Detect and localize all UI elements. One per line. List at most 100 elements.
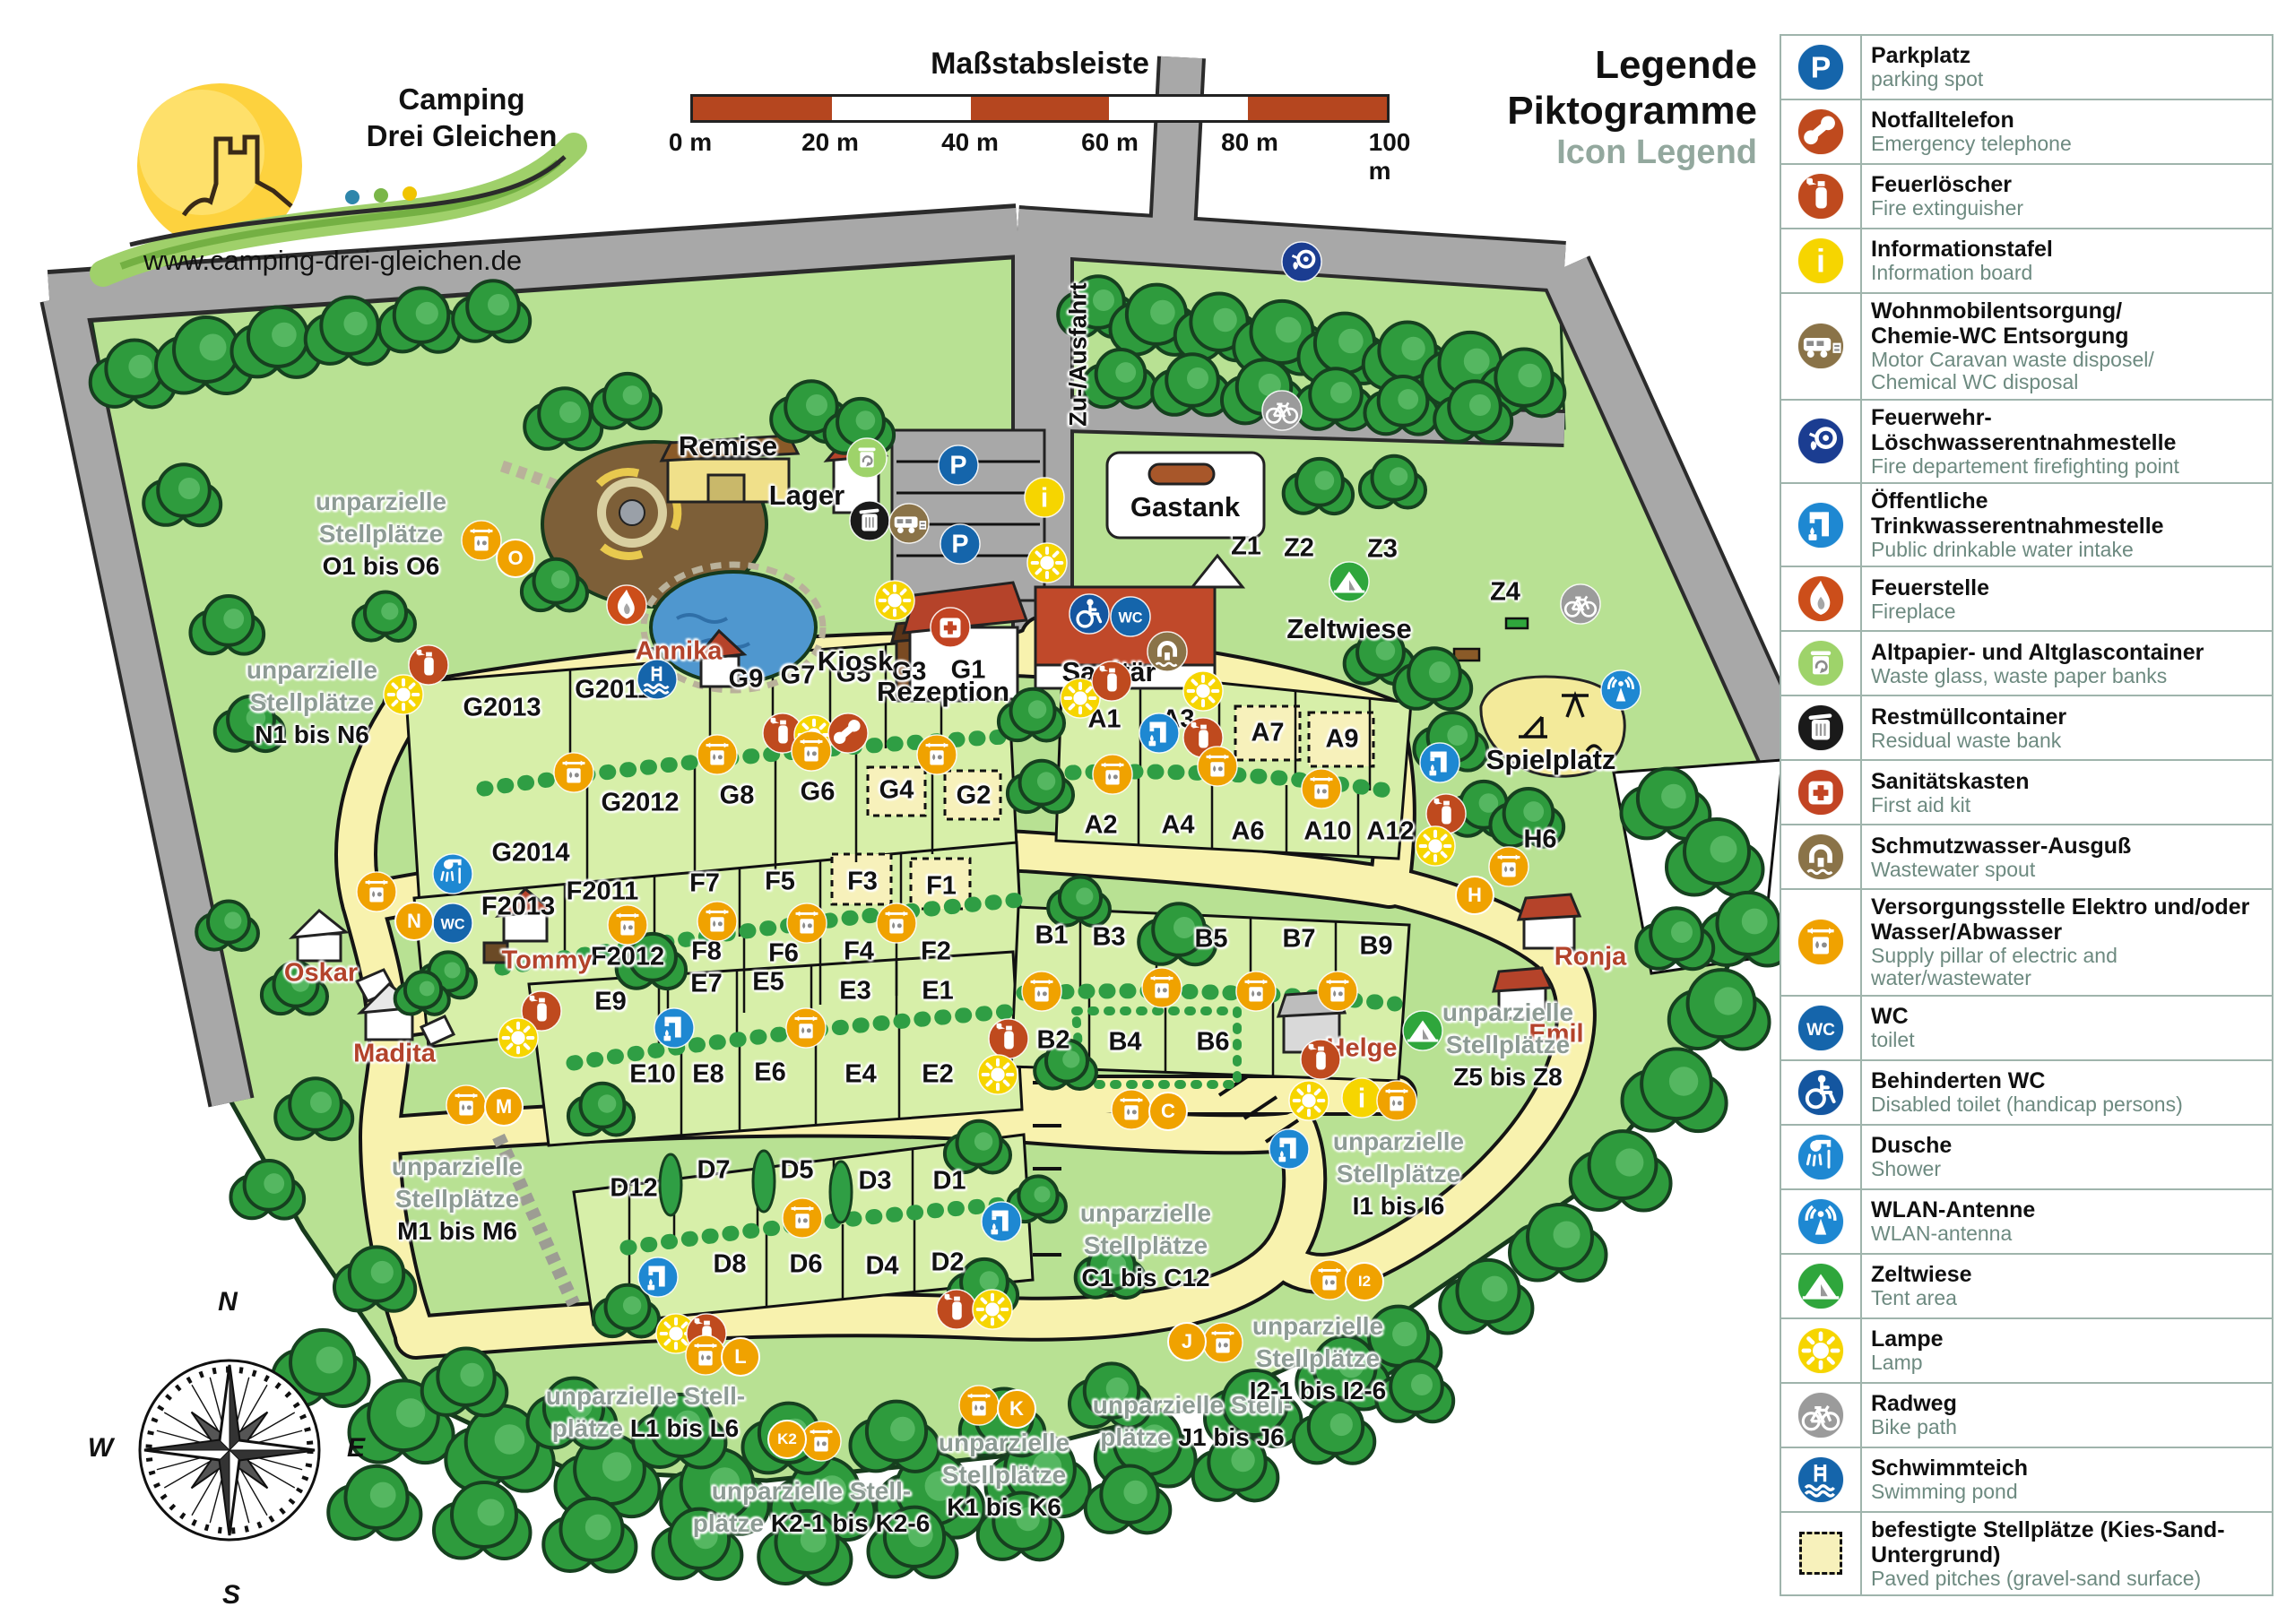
scale-tick: 100 m — [1368, 128, 1411, 185]
legend-label-de: WLAN-Antenne — [1871, 1197, 2036, 1223]
legend-icon-cell — [1781, 567, 1862, 631]
parking-icon — [1797, 43, 1845, 91]
fireplace-icon — [1797, 574, 1845, 623]
legend-icon-cell — [1781, 696, 1862, 760]
legend-label-de: Lampe — [1871, 1326, 1944, 1352]
legend-label-en: Bike path — [1871, 1415, 1957, 1439]
emergency-phone-icon — [1797, 108, 1845, 156]
legend-label-en: Public drinkable water intake — [1871, 537, 2134, 561]
legend-icon-cell — [1781, 483, 1862, 566]
legend-text-cell: Wohnmobilentsorgung/ Chemie-WC Entsorgun… — [1862, 294, 2272, 399]
legend-label-en: Motor Caravan waste disposel/ Chemical W… — [1871, 348, 2154, 394]
legend-label-en: Residual waste bank — [1871, 728, 2062, 752]
paved-pitch-icon — [1799, 1532, 1842, 1576]
legend-subtitle: Icon Legend — [1556, 134, 1757, 172]
scale-bar-segment — [693, 97, 832, 120]
logo-castle — [181, 134, 293, 217]
scale-bar-segment — [831, 97, 971, 120]
residual-waste-icon — [1797, 704, 1845, 752]
legend-label-en: Tent area — [1871, 1286, 1957, 1310]
legend-label-de: Wohnmobilentsorgung/ Chemie-WC Entsorgun… — [1871, 298, 2129, 349]
legend-label-de: befestigte Stellplätze (Kies-Sand-Unterg… — [1871, 1516, 2225, 1568]
legend-icon-cell — [1781, 229, 1862, 292]
legend-label-en: Fire extinguisher — [1871, 196, 2024, 220]
recycling-icon — [1797, 639, 1845, 687]
logo-graphic — [90, 83, 587, 287]
legend-label-en: Disabled toilet (handicap persons) — [1871, 1093, 2183, 1117]
legend-label-de: Radweg — [1871, 1391, 1957, 1417]
legend-label-de: Notfalltelefon — [1871, 108, 2014, 134]
legend-label-en: Information board — [1871, 261, 2033, 285]
legend-icon-cell — [1781, 825, 1862, 889]
scale-tick: 40 m — [941, 128, 999, 156]
wastewater-spout-icon — [1797, 833, 1845, 881]
logo-url: www.camping-drei-gleichen.de — [143, 245, 523, 276]
swimming-pond-icon — [1797, 1456, 1845, 1504]
legend-label-de: Behinderten WC — [1871, 1068, 2046, 1094]
legend-label-en: Swimming pond — [1871, 1480, 2018, 1504]
legend-icon-cell — [1781, 165, 1862, 228]
legend-text-cell: Versorgungsstelle Elektro und/oder Wasse… — [1862, 890, 2272, 995]
legend-label-de: Schmutzwasser-Ausguß — [1871, 833, 2132, 859]
scale-tick: 0 m — [668, 128, 713, 156]
firefighting-point-icon — [1797, 417, 1845, 465]
legend-icon-cell — [1781, 1254, 1862, 1317]
legend-label-de: Informationstafel — [1871, 237, 2053, 263]
drinking-water-icon — [1797, 500, 1845, 549]
legend-label-de: Zeltwiese — [1871, 1262, 1972, 1288]
scale-bar-title: Maßstabsleiste — [931, 47, 1149, 81]
legend-label-de: Dusche — [1871, 1133, 1953, 1159]
scale-bar-segment — [1109, 97, 1249, 120]
wc-icon — [1797, 1004, 1845, 1052]
legend-icon-cell — [1781, 1189, 1862, 1253]
legend-icon-cell — [1781, 100, 1862, 163]
legend-icon-cell — [1781, 1512, 1862, 1595]
legend-label-en: Emergency telephone — [1871, 132, 2072, 156]
scale-tick: 20 m — [801, 128, 859, 156]
legend-icon-cell — [1781, 1125, 1862, 1188]
scale-tick: 60 m — [1081, 128, 1139, 156]
legend-label-en: Shower — [1871, 1157, 1941, 1181]
legend-label-de: Öffentliche Trinkwasserentnahmestelle — [1871, 488, 2164, 539]
legend-label-en: Lamp — [1871, 1351, 1923, 1375]
legend-label-de: Restmüllcontainer — [1871, 704, 2067, 730]
legend-item-caravan-disposal: Wohnmobilentsorgung/ Chemie-WC Entsorgun… — [1781, 294, 2272, 401]
legend-label-de: Altpapier- und Altglascontainer — [1871, 639, 2204, 665]
shower-icon — [1797, 1133, 1845, 1181]
bike-path-icon — [1797, 1391, 1845, 1439]
legend-icon-cell — [1781, 761, 1862, 825]
disabled-wc-icon — [1797, 1068, 1845, 1117]
legend-label-en: toilet — [1871, 1028, 1915, 1052]
